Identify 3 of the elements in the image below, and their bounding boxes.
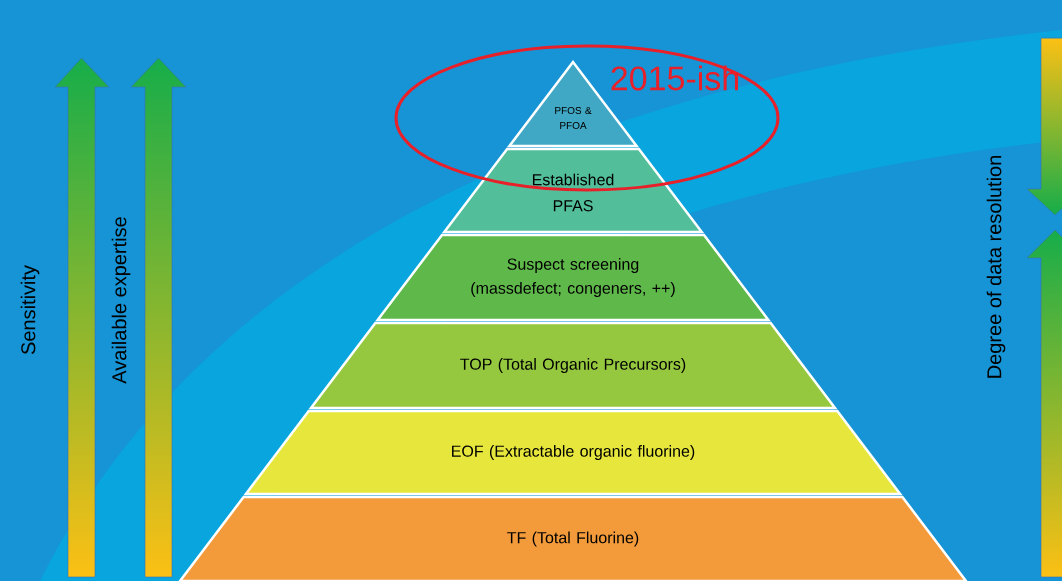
axis-label: Sensitivity (20, 265, 40, 355)
axis-label: Available expertise (111, 217, 131, 384)
axis-label: Degree of data resolution (986, 156, 1006, 378)
